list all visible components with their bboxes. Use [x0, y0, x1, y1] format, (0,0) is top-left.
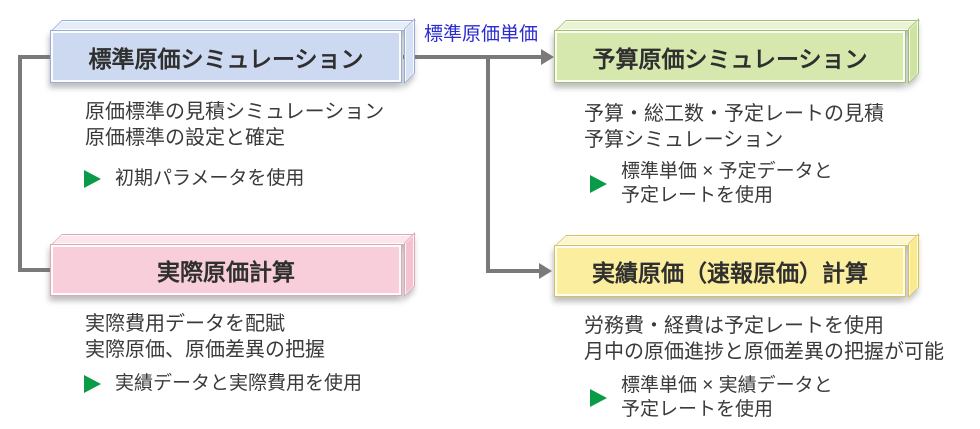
bullet-actual-cost-calculation: 実績データと実際費用を使用: [84, 372, 362, 396]
bullet-triangle-icon: [84, 375, 101, 393]
box-title: 実際原価計算: [50, 244, 402, 296]
desc-flash-cost-calculation: 労務費・経費は予定レートを使用 月中の原価進捗と原価差異の把握が可能: [584, 313, 944, 365]
bullet-triangle-icon: [590, 175, 607, 193]
connector-left-bracket-bottom: [18, 268, 54, 272]
desc-line: 実際費用データを配賦: [85, 313, 285, 335]
box-right-bevel: [404, 18, 415, 84]
desc-line: 予算・総工数・予定レートの見積: [584, 103, 884, 125]
bullet-triangle-icon: [590, 389, 607, 407]
box-budget-cost-simulation: 予算原価シミュレーション: [554, 18, 920, 84]
desc-line: 労務費・経費は予定レートを使用: [584, 315, 884, 337]
bullet-text: 初期パラメータを使用: [115, 168, 305, 189]
desc-line: 原価標準の設定と確定: [85, 127, 285, 149]
desc-standard-cost-simulation: 原価標準の見積シミュレーション 原価標準の設定と確定: [85, 99, 384, 151]
desc-line: 月中の原価進捗と原価差異の把握が可能: [584, 341, 944, 363]
box-title: 予算原価シミュレーション: [554, 30, 906, 83]
bullet-budget-cost-simulation: 標準単価 × 予定データと 予定レートを使用: [590, 160, 833, 208]
connector-branch-horizontal: [486, 269, 539, 273]
desc-line: 予算シミュレーション: [584, 129, 784, 151]
bullet-flash-cost-calculation: 標準単価 × 実績データと 予定レートを使用: [590, 374, 833, 422]
desc-line: 実際原価、原価差異の把握: [85, 339, 325, 361]
connector-standard-to-budget: [403, 55, 542, 59]
connector-left-bracket-top: [18, 55, 54, 59]
box-title: 標準原価シミュレーション: [50, 30, 402, 83]
box-standard-cost-simulation: 標準原価シミュレーション: [50, 18, 416, 84]
box-right-bevel: [908, 18, 919, 84]
bullet-text: 標準単価 × 予定データと 予定レートを使用: [621, 161, 833, 206]
bullet-text: 標準単価 × 実績データと 予定レートを使用: [621, 375, 833, 420]
desc-actual-cost-calculation: 実際費用データを配賦 実際原価、原価差異の把握: [85, 311, 325, 363]
desc-line: 原価標準の見積シミュレーション: [85, 101, 385, 123]
bullet-triangle-icon: [84, 170, 101, 188]
box-title: 実績原価（速報原価）計算: [554, 245, 906, 297]
arrowhead-right-icon: [541, 49, 554, 65]
bullet-text: 実績データと実際費用を使用: [115, 373, 363, 394]
box-actual-cost-calculation: 実際原価計算: [50, 232, 416, 297]
arrowhead-right-icon: [539, 263, 552, 279]
box-right-bevel: [404, 232, 415, 297]
edge-label-standard-cost-unit-price: 標準原価単価: [424, 24, 539, 45]
desc-budget-cost-simulation: 予算・総工数・予定レートの見積 予算シミュレーション: [584, 101, 884, 153]
box-right-bevel: [908, 233, 919, 298]
connector-branch-vertical: [486, 57, 490, 271]
bullet-standard-cost-simulation: 初期パラメータを使用: [84, 167, 304, 191]
box-flash-cost-calculation: 実績原価（速報原価）計算: [554, 233, 920, 298]
connector-left-bracket-vertical: [18, 55, 22, 272]
